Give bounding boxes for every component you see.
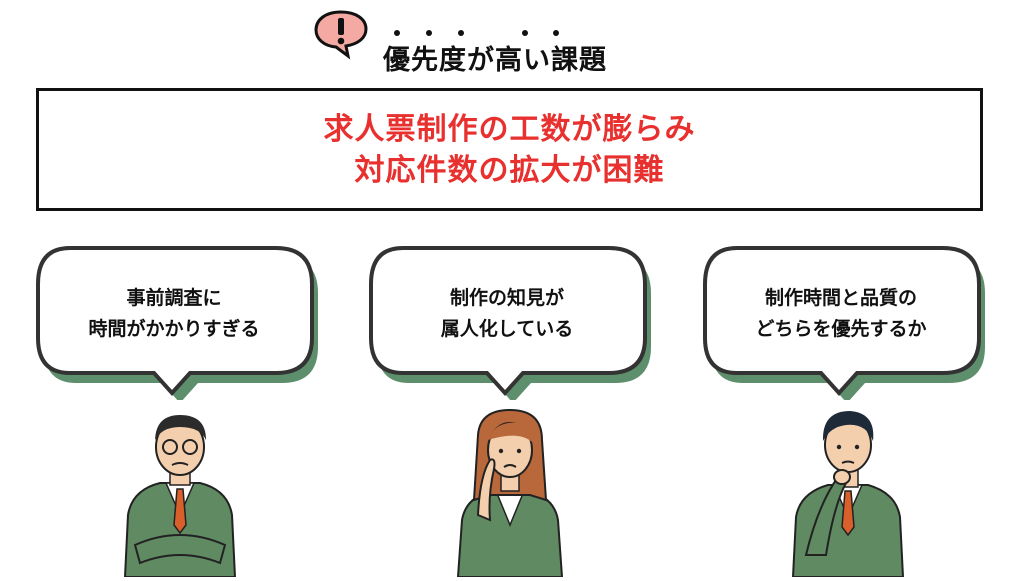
- emphasis-dot: [553, 30, 559, 36]
- exclamation-speech-icon: [312, 8, 370, 64]
- worried-man-with-glasses-illustration: [120, 405, 240, 581]
- emphasis-dot: [458, 30, 464, 36]
- main-issue-line-2: 対応件数の拡大が困難: [354, 152, 665, 188]
- emphasis-dot: [394, 30, 400, 36]
- bubble-line: 時間がかかりすぎる: [88, 318, 260, 340]
- main-issue-line-1: 求人票制作の工数が膨らみ: [323, 111, 696, 147]
- speech-bubble-2: 制作の知見が属人化している: [369, 245, 651, 400]
- section-title: 優先度が高い課題: [383, 45, 607, 76]
- worried-woman-illustration: [450, 405, 570, 581]
- speech-bubble-1: 事前調査に時間がかかりすぎる: [36, 245, 318, 400]
- bubble-line: どちらを優先するか: [755, 318, 927, 340]
- bubble-line: 制作時間と品質の: [764, 287, 917, 309]
- main-issue-box: 求人票制作の工数が膨らみ 対応件数の拡大が困難: [36, 88, 983, 211]
- emphasis-dot: [426, 30, 432, 36]
- emphasis-dot: [522, 30, 528, 36]
- bubble-line: 制作の知見が: [449, 287, 564, 309]
- speech-bubble-3: 制作時間と品質のどちらを優先するか: [703, 245, 985, 400]
- bubble-line: 事前調査に: [126, 287, 222, 309]
- bubble-line: 属人化している: [440, 318, 574, 340]
- thinking-man-illustration: [788, 405, 908, 581]
